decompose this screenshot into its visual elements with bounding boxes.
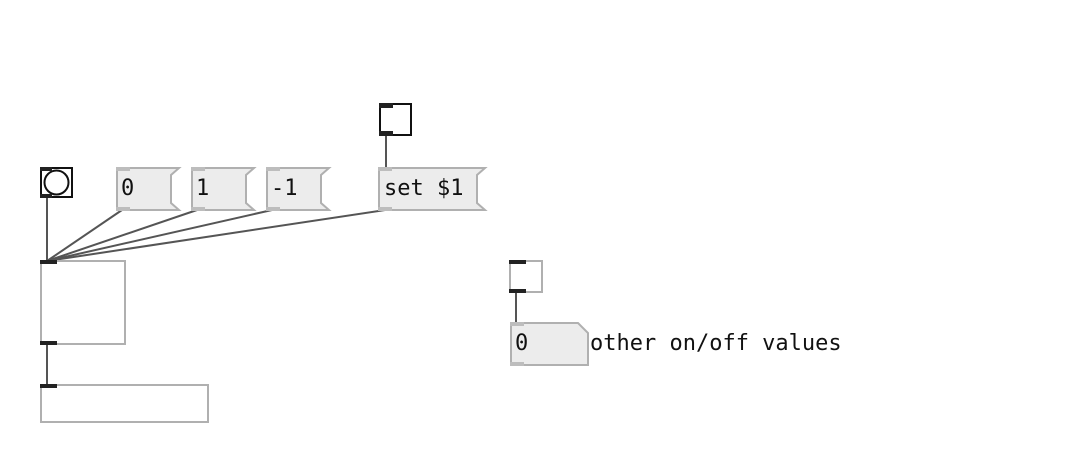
message-box-neg1[interactable]: -1 bbox=[266, 167, 332, 211]
number-box-outline bbox=[510, 322, 589, 366]
message-box-0-outlet bbox=[116, 207, 130, 211]
message-box-neg1-label: -1 bbox=[271, 176, 298, 201]
toggle-large-inlet bbox=[40, 260, 57, 264]
toggle-large-outlet bbox=[40, 341, 57, 345]
cord-msg1-to-toggle bbox=[46, 209, 198, 262]
message-box-1[interactable]: 1 bbox=[191, 167, 257, 211]
toggle-object-small[interactable] bbox=[509, 260, 543, 293]
message-box-1-label: 1 bbox=[196, 176, 210, 201]
number-box-inlet bbox=[510, 322, 524, 326]
number-box-value: 0 bbox=[515, 331, 529, 356]
message-box-set[interactable]: set $1 bbox=[378, 167, 488, 211]
message-box-0-label: 0 bbox=[121, 176, 135, 201]
number-box[interactable]: 0 bbox=[510, 322, 590, 366]
toggle-top-outlet bbox=[379, 131, 393, 136]
message-box-set-label: set $1 bbox=[384, 176, 464, 201]
toggle-small-inlet bbox=[509, 260, 526, 264]
message-box-set-inlet bbox=[378, 167, 392, 171]
cord-msgneg1-to-toggle bbox=[46, 209, 273, 262]
bang-inlet bbox=[40, 167, 52, 171]
output-box-inlet bbox=[40, 384, 57, 388]
message-box-neg1-outlet bbox=[266, 207, 280, 211]
message-box-set-outlet bbox=[378, 207, 392, 211]
message-box-0[interactable]: 0 bbox=[116, 167, 182, 211]
cord-msgset-to-toggle bbox=[46, 209, 386, 262]
message-box-0-inlet bbox=[116, 167, 130, 171]
message-box-1-outlet bbox=[191, 207, 205, 211]
toggle-small-outlet bbox=[509, 289, 526, 293]
comment-text: other on/off values bbox=[590, 331, 842, 356]
toggle-object-large[interactable] bbox=[40, 260, 126, 345]
number-box-outlet bbox=[510, 362, 524, 366]
bang-outlet bbox=[40, 194, 52, 198]
cord-msg0-to-toggle bbox=[46, 209, 123, 262]
message-box-neg1-inlet bbox=[266, 167, 280, 171]
bang-object[interactable] bbox=[40, 167, 73, 198]
bang-circle-icon bbox=[43, 169, 70, 196]
output-object-box[interactable] bbox=[40, 384, 209, 423]
toggle-top-inlet bbox=[379, 103, 393, 108]
message-box-1-inlet bbox=[191, 167, 205, 171]
toggle-object-top[interactable] bbox=[379, 103, 412, 136]
